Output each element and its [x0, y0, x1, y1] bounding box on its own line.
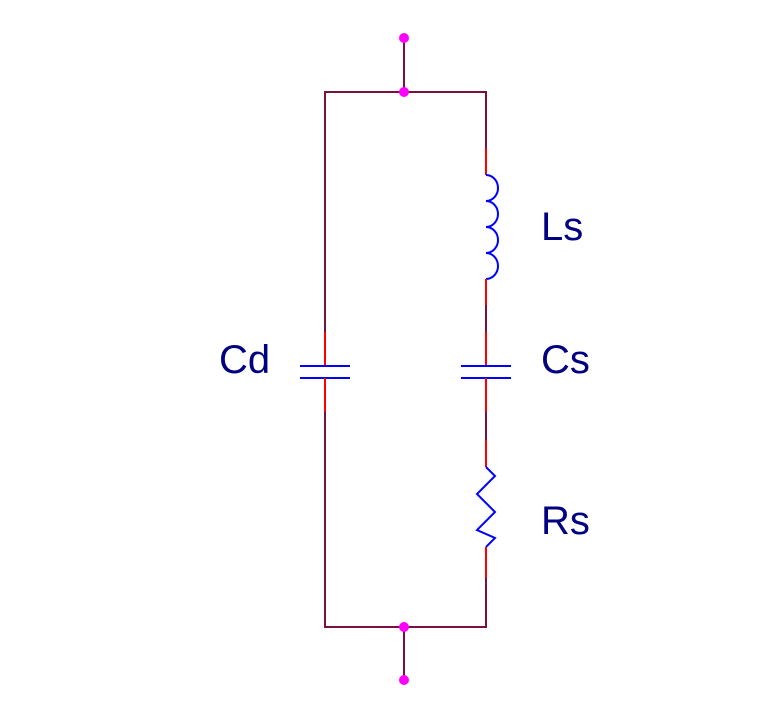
capacitor-cs — [461, 332, 511, 412]
capacitor-cd — [300, 332, 350, 412]
cd-label: Cd — [219, 338, 270, 382]
top-rail-wire — [324, 91, 487, 332]
rs-label: Rs — [541, 499, 590, 543]
bottom-rail-wire — [324, 412, 487, 628]
ls-coil — [485, 174, 499, 280]
cs-label: Cs — [541, 338, 590, 382]
resistor-rs — [475, 440, 497, 578]
bottom-terminal-dot — [399, 675, 409, 685]
top-junction-dot — [399, 87, 409, 97]
top-terminal-dot — [399, 33, 409, 43]
ls-label: Ls — [541, 205, 583, 249]
rs-zigzag — [475, 466, 497, 548]
bottom-junction-dot — [399, 622, 409, 632]
inductor-ls — [485, 148, 499, 305]
